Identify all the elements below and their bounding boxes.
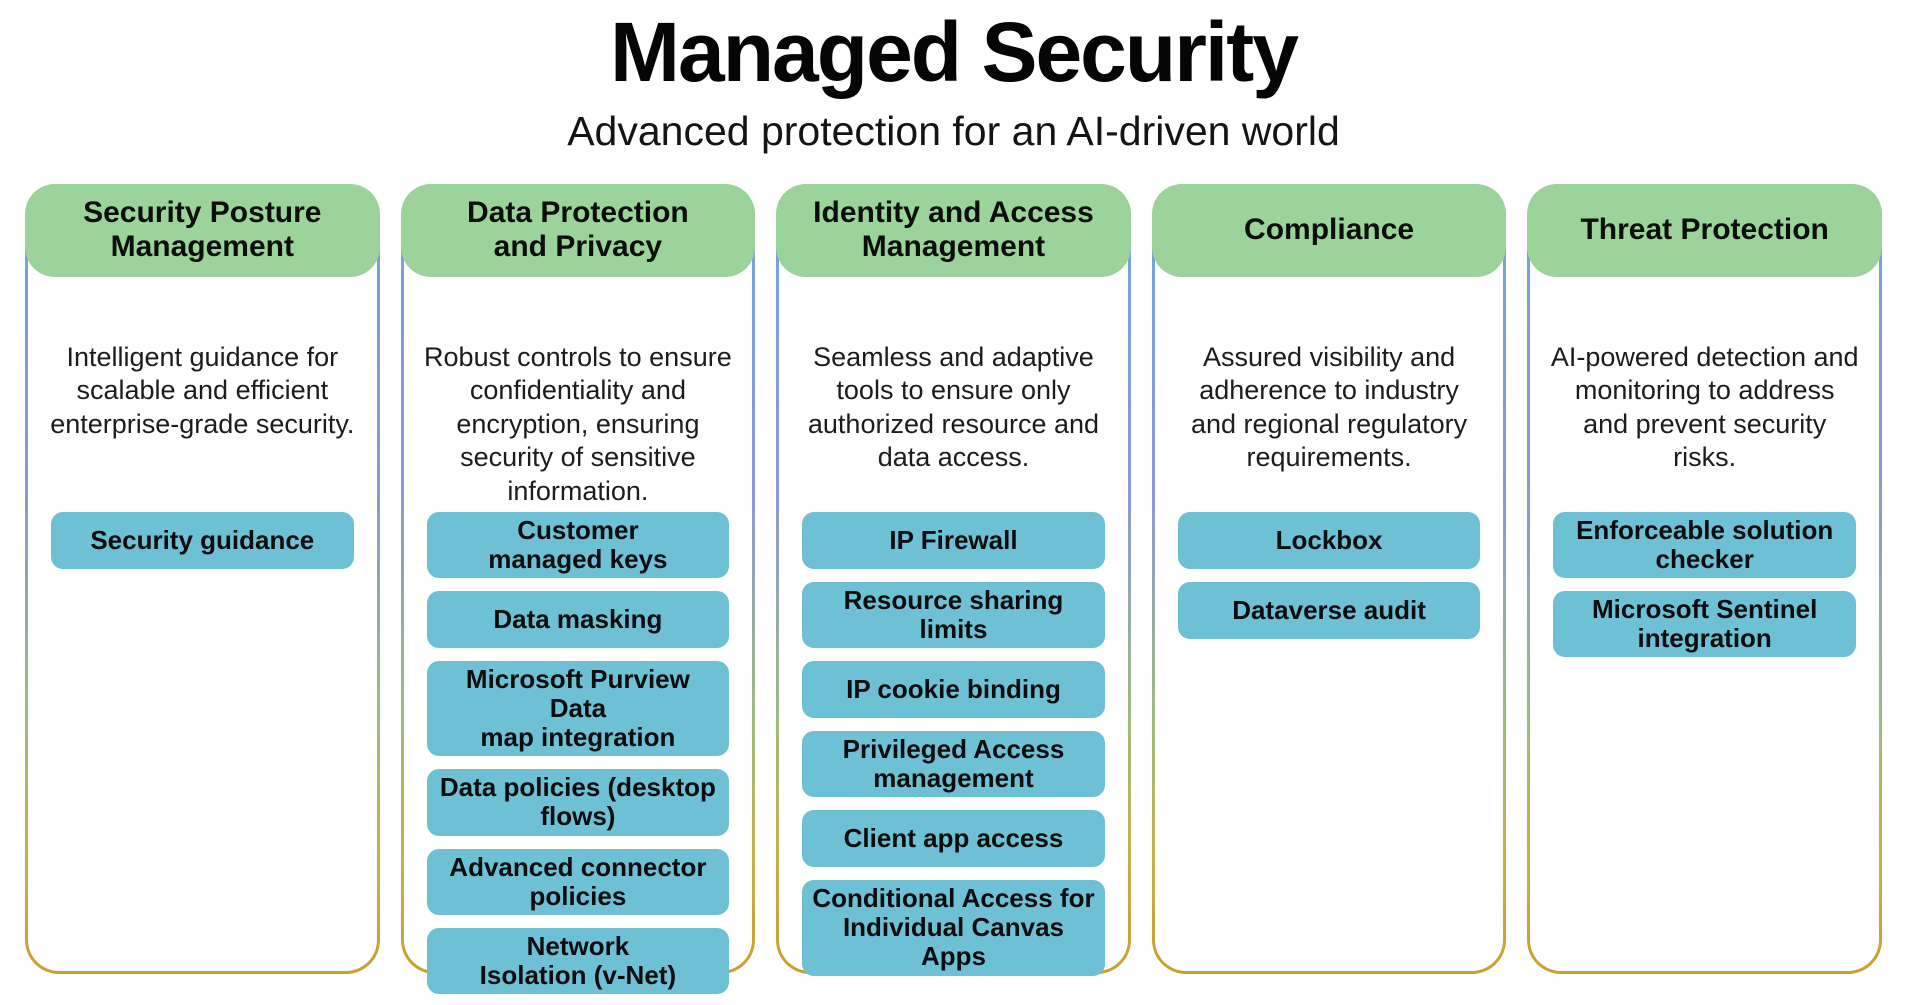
feature-item: Advanced connector policies	[426, 848, 730, 915]
feature-item: IP cookie binding	[802, 661, 1105, 718]
column-card-security-posture: Security Posture Management Intelligent …	[25, 183, 380, 974]
feature-item: Lockbox	[1177, 511, 1481, 569]
column-card-threat-protection: Threat Protection AI-powered detection a…	[1527, 183, 1882, 974]
feature-item: Microsoft Purview Data map integration	[426, 661, 730, 757]
column-header: Data Protection and Privacy	[400, 183, 756, 277]
items-list: Security guidance	[28, 511, 377, 569]
column-description: Seamless and adaptive tools to ensure on…	[807, 341, 1100, 473]
page-subtitle: Advanced protection for an AI-driven wor…	[567, 107, 1340, 154]
feature-item: Security guidance	[51, 511, 354, 569]
column-card-compliance: Compliance Assured visibility and adhere…	[1151, 183, 1507, 974]
feature-item: Enforceable solution checker	[1553, 511, 1856, 578]
column-description: Robust controls to ensure confidentialit…	[424, 341, 732, 506]
column-card-data-protection: Data Protection and Privacy Robust contr…	[400, 183, 756, 994]
column-card-identity-access: Identity and Access Management Seamless …	[776, 183, 1131, 976]
items-list: Enforceable solution checker Microsoft S…	[1530, 511, 1879, 658]
column-inner: Data Protection and Privacy Robust contr…	[400, 183, 756, 994]
feature-item: Data masking	[426, 591, 730, 648]
column-inner: Identity and Access Management Seamless …	[776, 183, 1131, 976]
column-header: Threat Protection	[1527, 183, 1882, 277]
items-list: IP Firewall Resource sharing limits IP c…	[779, 511, 1128, 976]
feature-item: Conditional Access for Individual Canvas…	[802, 880, 1105, 976]
items-list: Customer managed keys Data masking Micro…	[404, 511, 753, 994]
feature-item: Dataverse audit	[1177, 581, 1481, 639]
column-inner: Compliance Assured visibility and adhere…	[1151, 183, 1507, 971]
column-description: Assured visibility and adherence to indu…	[1190, 341, 1468, 473]
columns-row: Security Posture Management Intelligent …	[0, 183, 1907, 994]
feature-item: Microsoft Sentinel integration	[1553, 591, 1856, 658]
feature-item: Network Isolation (v-Net)	[426, 927, 730, 994]
page-title: Managed Security	[610, 5, 1299, 99]
feature-item: Client app access	[802, 810, 1105, 868]
feature-item: IP Firewall	[802, 511, 1105, 569]
items-list: Lockbox Dataverse audit	[1155, 511, 1504, 639]
column-inner: Threat Protection AI-powered detection a…	[1527, 183, 1882, 971]
column-header: Identity and Access Management	[776, 183, 1131, 277]
feature-item: Privileged Access management	[802, 731, 1105, 798]
feature-item: Data policies (desktop flows)	[426, 769, 730, 836]
column-description: AI-powered detection and monitoring to a…	[1550, 341, 1859, 473]
feature-item: Customer managed keys	[426, 511, 730, 578]
column-header: Compliance	[1151, 183, 1507, 277]
column-inner: Security Posture Management Intelligent …	[25, 183, 380, 971]
column-header: Security Posture Management	[25, 183, 380, 277]
feature-item: Resource sharing limits	[802, 581, 1105, 648]
column-description: Intelligent guidance for scalable and ef…	[50, 341, 355, 439]
